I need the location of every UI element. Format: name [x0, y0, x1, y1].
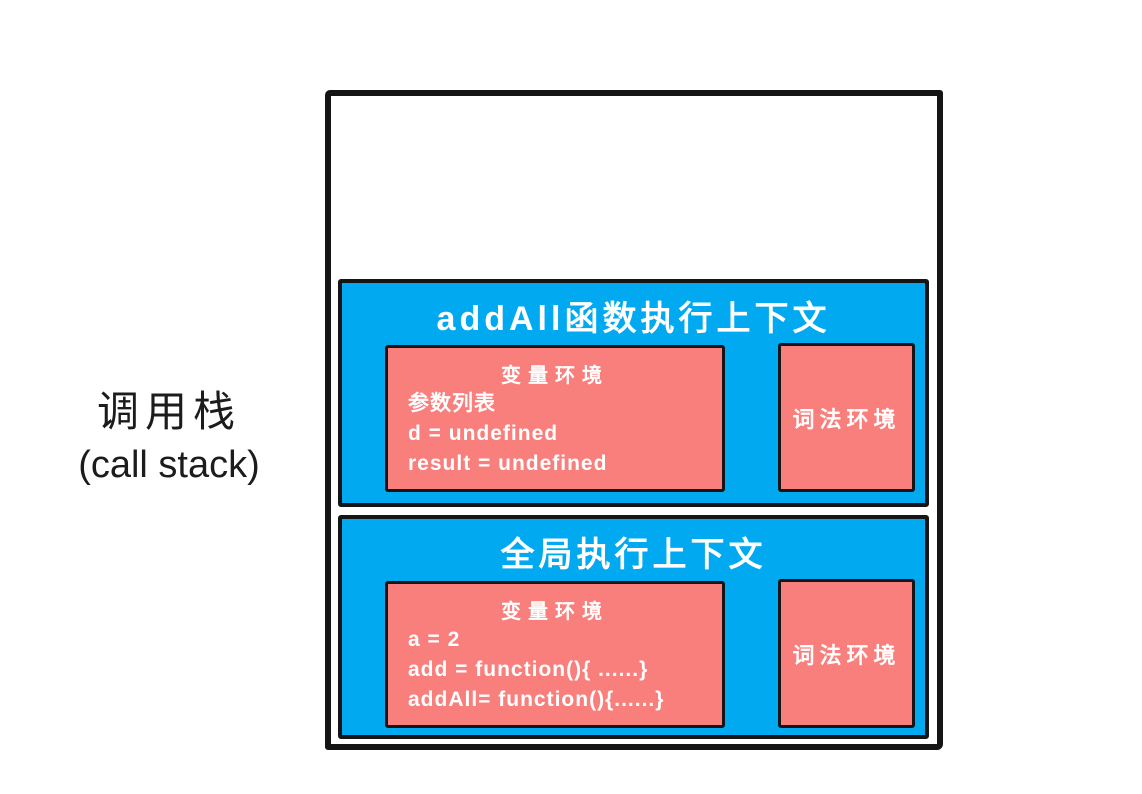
variable-list: 参数列表 d = undefined result = undefined	[408, 389, 607, 479]
lexical-environment-title: 词法环境	[792, 406, 901, 432]
call-stack-label-chinese: 调用栈	[96, 388, 241, 435]
call-stack-label: 调用栈 (call stack)	[38, 386, 300, 492]
variable-environment-box: 变量环境 a = 2 add = function(){ ......} add…	[385, 581, 725, 728]
lexical-environment-box: 词法环境	[778, 343, 915, 492]
call-stack-container: addAll函数执行上下文 变量环境 参数列表 d = undefined re…	[325, 90, 943, 750]
variable-line: result = undefined	[408, 452, 608, 475]
variable-line: add = function(){ ......}	[408, 658, 649, 681]
lexical-environment-title: 词法环境	[792, 642, 901, 668]
variable-environment-title: 变量环境	[501, 365, 609, 387]
execution-context-title: addAll函数执行上下文	[436, 300, 831, 338]
execution-context-title: 全局执行上下文	[500, 536, 767, 574]
variable-line: d = undefined	[408, 422, 559, 445]
lexical-environment-box: 词法环境	[778, 579, 915, 728]
variable-environment-box: 变量环境 参数列表 d = undefined result = undefin…	[385, 345, 725, 492]
variable-line: a = 2	[408, 628, 461, 651]
variable-environment-title: 变量环境	[501, 601, 609, 623]
variable-line: 参数列表	[408, 392, 496, 415]
execution-context-frame-addall: addAll函数执行上下文 变量环境 参数列表 d = undefined re…	[338, 279, 929, 507]
variable-line: addAll= function(){......}	[408, 688, 665, 711]
variable-list: a = 2 add = function(){ ......} addAll= …	[408, 625, 664, 715]
call-stack-label-english: (call stack)	[78, 444, 260, 486]
execution-context-frame-global: 全局执行上下文 变量环境 a = 2 add = function(){ ...…	[338, 515, 929, 739]
